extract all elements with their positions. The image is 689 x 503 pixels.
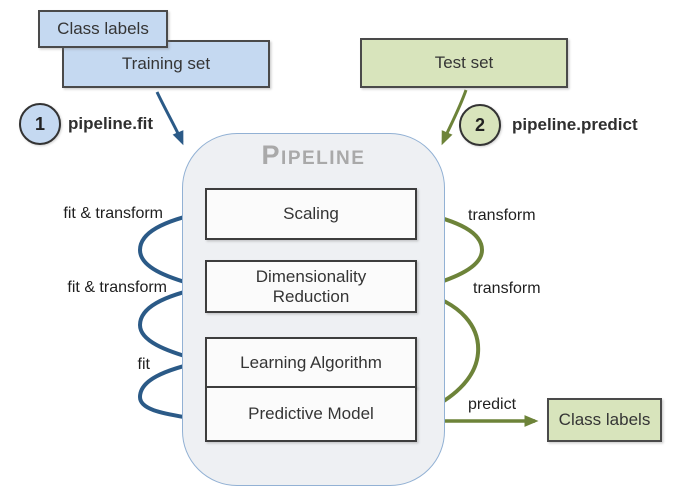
training-set-label: Training set (121, 54, 211, 73)
stage-scaling-label: Scaling (283, 204, 339, 224)
class-labels-output-box: Class labels (547, 398, 662, 442)
step-1-label: pipeline.fit (68, 114, 153, 133)
class-labels-input-label: Class labels (57, 19, 149, 38)
step-2-label: pipeline.predict (512, 115, 638, 134)
test-set-label: Test set (434, 53, 494, 72)
edge-label-fit-transform-1: fit & transform (63, 205, 163, 222)
edge-label-transform-1: transform (468, 207, 536, 224)
stage-predictive-model: Predictive Model (205, 386, 417, 442)
class-labels-input-box: Class labels (38, 10, 168, 48)
pipeline-title: Pipeline (261, 140, 366, 170)
arrow-trainingset-to-pipeline (155, 91, 184, 146)
test-set-box: Test set (360, 38, 568, 88)
step-1-badge: 1 (19, 103, 61, 145)
stage-learning-algorithm: Learning Algorithm (205, 337, 417, 388)
step-2-badge: 2 (459, 104, 501, 146)
stage-predictive-model-label: Predictive Model (248, 404, 374, 424)
edge-label-fit: fit (137, 356, 150, 373)
step-1-number: 1 (34, 113, 45, 134)
stage-dimensionality-reduction-label: Dimensionality Reduction (255, 266, 367, 306)
edge-label-fit-transform-2: fit & transform (67, 279, 167, 296)
edge-label-predict: predict (468, 396, 517, 413)
stage-dimensionality-reduction: Dimensionality Reduction (205, 260, 417, 313)
class-labels-output-label: Class labels (558, 410, 651, 429)
step-2-number: 2 (474, 114, 485, 135)
stage-scaling: Scaling (205, 188, 417, 240)
stage-learning-algorithm-label: Learning Algorithm (240, 352, 382, 372)
edge-label-transform-2: transform (473, 280, 541, 297)
